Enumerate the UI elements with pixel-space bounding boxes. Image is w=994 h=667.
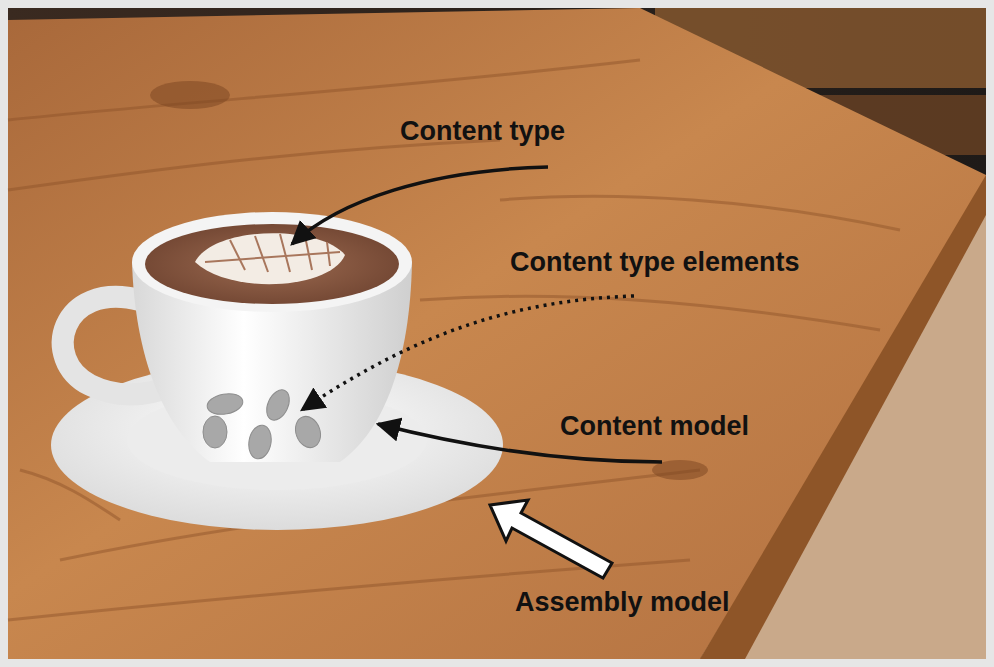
- callout-label: Content type: [400, 115, 565, 147]
- callout-label: Assembly model: [515, 586, 730, 618]
- callout-label: Content model: [560, 410, 749, 442]
- callout-label: Content type elements: [510, 246, 800, 278]
